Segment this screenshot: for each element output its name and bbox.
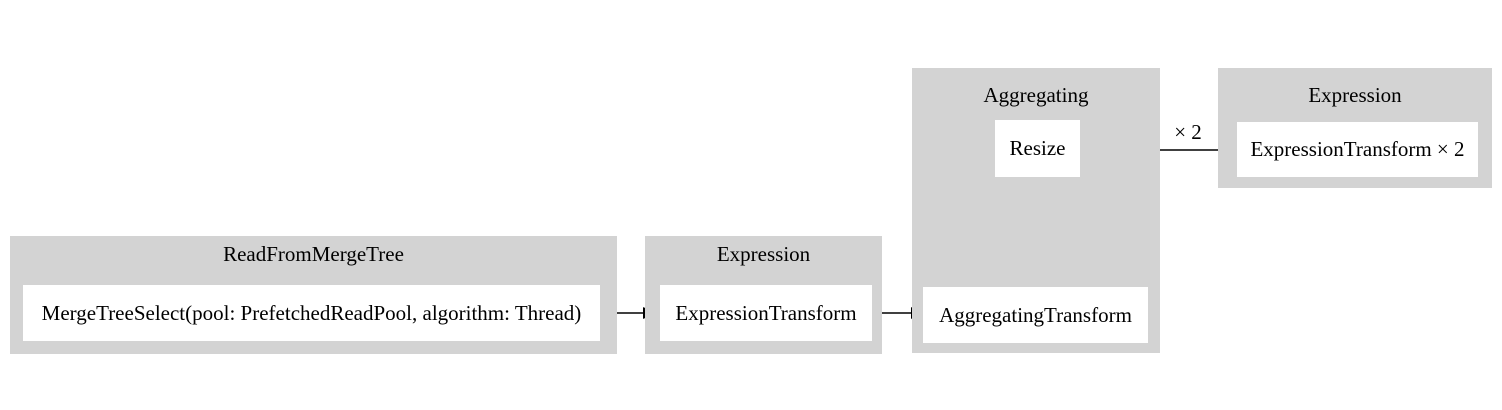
node-resize: Resize <box>995 120 1080 177</box>
cluster-expression-1-title: Expression <box>716 242 811 266</box>
node-mergetreeselect: MergeTreeSelect(pool: PrefetchedReadPool… <box>23 285 600 341</box>
node-expressiontransform: ExpressionTransform <box>660 285 872 341</box>
cluster-aggregating-title: Aggregating <box>983 83 1089 107</box>
node-aggregatingtransform-label: AggregatingTransform <box>939 302 1132 327</box>
cluster-readfrommergetree-title: ReadFromMergeTree <box>223 242 404 266</box>
edge-label-x2: × 2 <box>1174 120 1202 144</box>
cluster-expression-1: Expression ExpressionTransform <box>645 236 882 354</box>
node-expressiontransform-x2: ExpressionTransform × 2 <box>1237 122 1478 177</box>
node-mergetreeselect-label: MergeTreeSelect(pool: PrefetchedReadPool… <box>41 300 582 325</box>
cluster-aggregating: Aggregating Resize AggregatingTransform <box>912 68 1160 353</box>
node-expressiontransform-x2-label: ExpressionTransform × 2 <box>1250 137 1465 161</box>
cluster-expression-2-title: Expression <box>1308 83 1402 107</box>
node-expressiontransform-label: ExpressionTransform <box>675 300 857 325</box>
node-aggregatingtransform: AggregatingTransform <box>923 287 1148 343</box>
node-resize-label: Resize <box>1009 136 1066 160</box>
cluster-readfrommergetree: ReadFromMergeTree MergeTreeSelect(pool: … <box>10 236 617 354</box>
cluster-expression-2: Expression ExpressionTransform × 2 <box>1218 68 1492 188</box>
